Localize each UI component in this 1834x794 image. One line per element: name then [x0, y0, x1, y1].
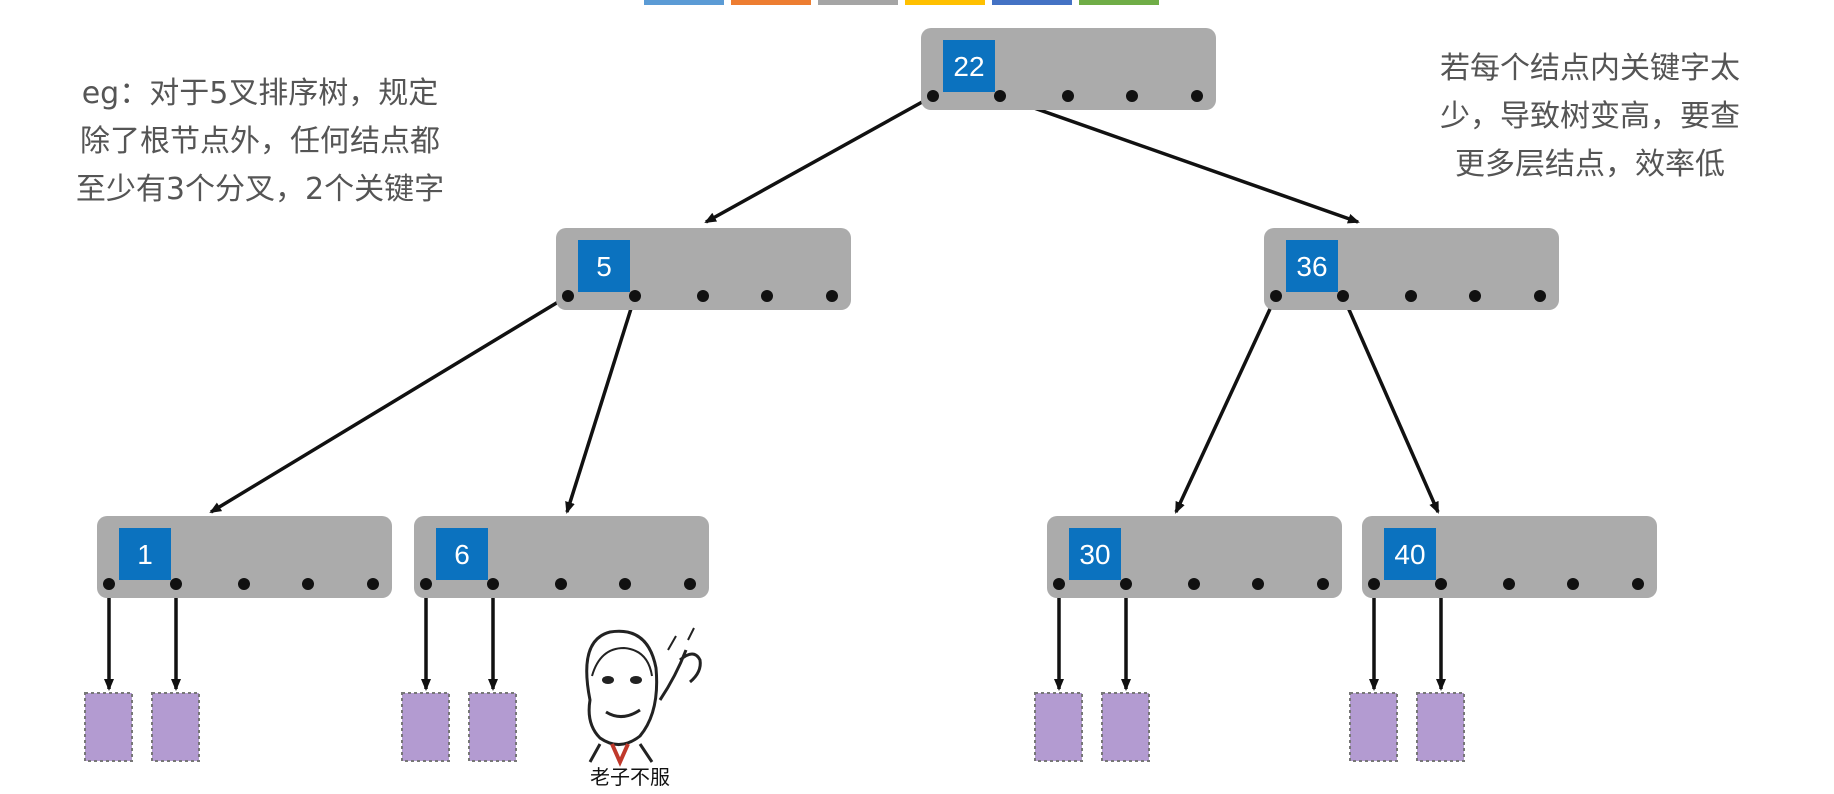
- pointer-dot: [927, 90, 939, 102]
- pointer-dot: [761, 290, 773, 302]
- child-pointer-arrow: [209, 294, 569, 514]
- empty-leaf: [1034, 692, 1083, 762]
- tree-node-root: 22: [921, 28, 1216, 110]
- pointer-dot: [994, 90, 1006, 102]
- node-key-label: 40: [1394, 539, 1425, 570]
- tree-node-l1-left: 5: [556, 228, 851, 310]
- pointer-dot: [238, 578, 250, 590]
- node-key-label: 6: [454, 539, 470, 570]
- pointer-dot: [1252, 578, 1264, 590]
- right-note: 若每个结点内关键字太 少，导致树变高，要查 更多层结点，效率低: [1400, 45, 1780, 189]
- pointer-dot: [1632, 578, 1644, 590]
- left-note: eg：对于5叉排序树，规定 除了根节点外，任何结点都 至少有3个分叉，2个关键字: [40, 70, 480, 214]
- pointer-dot: [1126, 90, 1138, 102]
- pointer-dot: [487, 578, 499, 590]
- empty-leaf: [1349, 692, 1398, 762]
- child-pointer-arrow: [999, 94, 1360, 224]
- child-pointer-arrow: [1174, 295, 1278, 514]
- tree-node-l2-c: 30: [1047, 516, 1342, 598]
- child-pointer-arrow: [565, 295, 637, 514]
- key-cell: [1069, 528, 1121, 580]
- key-cell: [943, 40, 995, 92]
- tree-node-l2-d: 40: [1362, 516, 1657, 598]
- meme-face-image: [585, 627, 702, 767]
- child-pointer-arrow: [704, 94, 934, 224]
- pointer-dot: [1317, 578, 1329, 590]
- node-key-label: 1: [137, 539, 153, 570]
- pointer-dot: [619, 578, 631, 590]
- right-note-line-2: 少，导致树变高，要查: [1440, 99, 1740, 134]
- empty-leaf: [1101, 692, 1150, 762]
- pointer-dot: [555, 578, 567, 590]
- pointer-dot: [367, 578, 379, 590]
- meme-caption: 老子不服: [590, 765, 670, 789]
- node-key-label: 22: [953, 51, 984, 82]
- pointer-dot: [170, 578, 182, 590]
- pointer-dot: [1062, 90, 1074, 102]
- empty-leaf: [151, 692, 200, 762]
- node-key-label: 36: [1296, 251, 1327, 282]
- tree-node-l1-right: 36: [1264, 228, 1559, 310]
- left-note-line-1: eg：对于5叉排序树，规定: [81, 76, 439, 111]
- pointer-dot: [629, 290, 641, 302]
- right-note-line-1: 若每个结点内关键字太: [1440, 51, 1740, 86]
- pointer-dot: [697, 290, 709, 302]
- pointer-dot: [1337, 290, 1349, 302]
- pointer-dot: [1405, 290, 1417, 302]
- pointer-dot: [103, 578, 115, 590]
- node-key-label: 5: [596, 251, 612, 282]
- pointer-dot: [1120, 578, 1132, 590]
- tree-node-l2-a: 1: [97, 516, 392, 598]
- pointer-dot: [1188, 578, 1200, 590]
- pointer-dot: [562, 290, 574, 302]
- pointer-dot: [1435, 578, 1447, 590]
- pointer-dot: [1053, 578, 1065, 590]
- header-color-block: [731, 0, 811, 5]
- pointer-dot: [1567, 578, 1579, 590]
- pointer-dot: [302, 578, 314, 590]
- key-cell: [1286, 240, 1338, 292]
- pointer-dot: [684, 578, 696, 590]
- empty-leaf: [1416, 692, 1465, 762]
- pointer-dot: [1270, 290, 1282, 302]
- pointer-dot: [1191, 90, 1203, 102]
- pointer-dot: [1469, 290, 1481, 302]
- pointer-dot: [420, 578, 432, 590]
- header-color-block: [905, 0, 985, 5]
- left-note-line-3: 至少有3个分叉，2个关键字: [75, 172, 445, 207]
- pointer-dot: [1534, 290, 1546, 302]
- pointer-dot: [826, 290, 838, 302]
- key-cell: [1384, 528, 1436, 580]
- empty-leaf: [468, 692, 517, 762]
- node-key-label: 30: [1079, 539, 1110, 570]
- pointer-dot: [1503, 578, 1515, 590]
- left-note-line-2: 除了根节点外，任何结点都: [80, 124, 440, 159]
- header-color-block: [992, 0, 1072, 5]
- key-cell: [119, 528, 171, 580]
- header-color-block: [1079, 0, 1159, 5]
- key-cell: [578, 240, 630, 292]
- right-note-line-3: 更多层结点，效率低: [1455, 147, 1725, 182]
- pointer-dot: [1368, 578, 1380, 590]
- key-cell: [436, 528, 488, 580]
- header-color-block: [644, 0, 724, 5]
- header-color-block: [818, 0, 898, 5]
- tree-node-l2-b: 6: [414, 516, 709, 598]
- empty-leaf: [84, 692, 133, 762]
- empty-leaf: [401, 692, 450, 762]
- child-pointer-arrow: [1341, 295, 1440, 514]
